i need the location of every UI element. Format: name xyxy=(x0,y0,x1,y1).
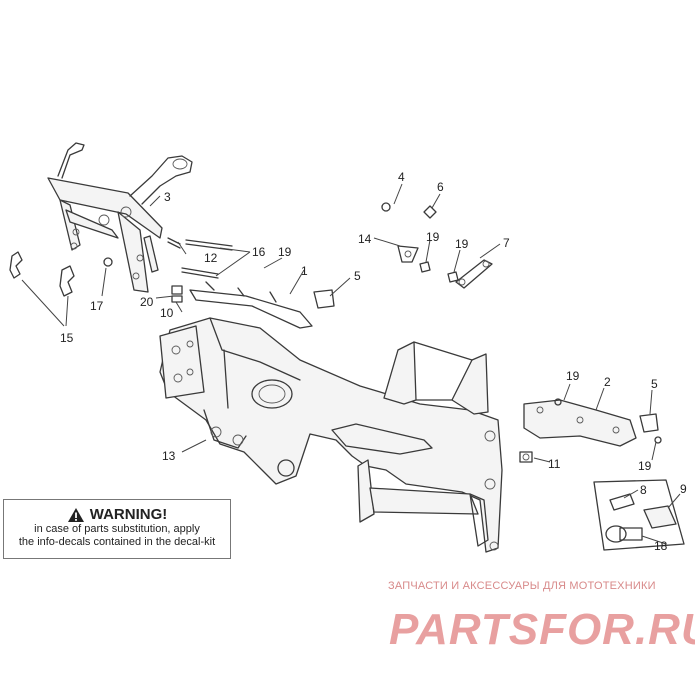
callout-13: 13 xyxy=(162,449,176,463)
callout-3: 3 xyxy=(164,190,171,204)
callout-19e: 19 xyxy=(638,459,652,473)
watermark-caption: ЗАПЧАСТИ И АКСЕССУАРЫ ДЛЯ МОТОТЕХНИКИ xyxy=(388,580,656,592)
callout-7: 7 xyxy=(503,236,510,250)
callout-20: 20 xyxy=(140,295,154,309)
warning-notice: WARNING! in case of parts substitution, … xyxy=(3,499,231,559)
callout-2: 2 xyxy=(604,375,611,389)
callout-4: 4 xyxy=(398,170,405,184)
callout-9: 9 xyxy=(680,482,687,496)
callout-8: 8 xyxy=(640,483,647,497)
callout-10: 10 xyxy=(160,306,174,320)
callout-17: 17 xyxy=(90,299,104,313)
callout-11: 11 xyxy=(548,457,561,471)
leader-lines xyxy=(21,183,681,545)
bracket-2-part xyxy=(519,398,662,463)
callout-14: 14 xyxy=(358,232,372,246)
warning-triangle-icon xyxy=(67,507,84,522)
callout-19c: 19 xyxy=(278,245,292,259)
callout-16: 16 xyxy=(252,245,266,259)
logo-text: PARTSFOR.RU xyxy=(389,605,695,654)
warning-line-2: the info-decals contained in the decal-k… xyxy=(18,536,216,548)
warning-heading: WARNING! xyxy=(4,506,230,523)
top-small-parts xyxy=(313,202,493,309)
callout-15: 15 xyxy=(60,331,74,345)
callout-5b: 5 xyxy=(651,377,658,391)
callout-19b: 19 xyxy=(455,237,469,251)
main-frame-part xyxy=(159,317,503,553)
front-subframe-part xyxy=(47,142,233,303)
bracket-1-part xyxy=(189,281,313,329)
warning-title-text: WARNING! xyxy=(89,506,168,523)
callout-6: 6 xyxy=(437,180,444,194)
spring-clips-part xyxy=(9,251,75,297)
callout-5a: 5 xyxy=(354,269,361,283)
callout-12: 12 xyxy=(204,251,218,265)
callout-1: 1 xyxy=(301,264,308,278)
callout-19a: 19 xyxy=(426,230,440,244)
lock-set-part xyxy=(593,479,685,551)
partsfor-logo: PARTSFOR.RU xyxy=(389,605,695,654)
warning-line-1: in case of parts substitution, apply xyxy=(34,523,200,535)
callout-labels: 3 4 6 14 19 19 7 16 19 12 1 5 17 20 10 1… xyxy=(60,170,687,553)
callout-19d: 19 xyxy=(566,369,580,383)
callout-18: 18 xyxy=(654,539,668,553)
